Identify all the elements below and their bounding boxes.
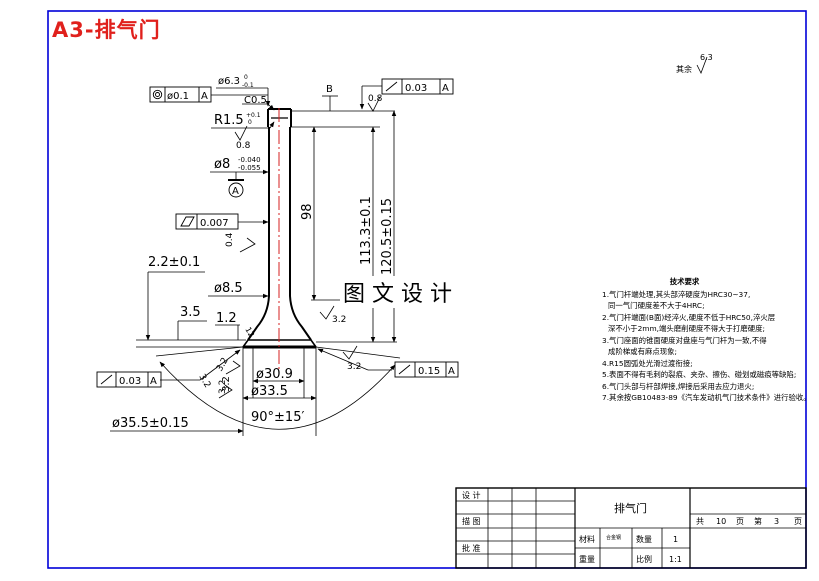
tb-total-label: 共 (696, 517, 704, 526)
coax-value: ø0.1 (167, 91, 189, 102)
head-dia: ø35.5±0.15 (112, 416, 189, 431)
technical-notes: 技术要求 1.气门杆端处理,其头部淬硬度为HRC30~37, 同一气门硬度差不大… (602, 276, 811, 404)
title-block (455, 487, 807, 569)
seat-inner-dia: ø30.9 (256, 367, 293, 382)
tb-material-label: 材料 (579, 534, 595, 544)
cylindricity-value: 0.007 (200, 218, 229, 229)
dim-3-2: 3.2 (221, 376, 232, 392)
sheet-border (47, 10, 807, 569)
dim-1-2: 1.2 (216, 311, 237, 326)
seat-mid-dia: ø33.5 (251, 384, 288, 399)
side-roughness: 3.2 (347, 362, 361, 372)
note-line: 1.气门杆端处理,其头部淬硬度为HRC30~37, (602, 289, 751, 299)
runout-left-datum: A (150, 376, 157, 387)
other-surfaces-label: 其余 (676, 64, 692, 74)
datum-a-symbol (228, 179, 244, 198)
runout-top-value: 0.03 (405, 83, 427, 94)
stem-tol-lower: -0.055 (238, 164, 261, 172)
left-roughness: 3.2 (196, 373, 212, 390)
note-line: 深不小于2mm,端头磨削硬度不得大于打磨硬度; (608, 324, 765, 333)
chamfer-label: C0.5 (244, 95, 267, 106)
tb-weight-label: 重量 (579, 554, 595, 564)
tip-radius-tol-lower: 0 (248, 119, 252, 126)
tip-radius: R1.5 (214, 113, 244, 128)
stem-dia: ø8 (214, 157, 230, 172)
datum-b-label: B (326, 84, 333, 95)
tb-design: 设 计 (462, 490, 481, 500)
coax-datum: A (201, 91, 208, 102)
datum-a-label: A (232, 186, 239, 197)
tip-roughness: 0.8 (236, 141, 251, 151)
tb-scale-value: 1:1 (669, 555, 682, 564)
note-line: 成阶梯或有麻点现象; (608, 347, 678, 356)
watermark-text: 图文设计 (340, 276, 463, 308)
tb-sheet-label: 第 (754, 516, 762, 526)
other-surfaces-roughness: 6.3 (700, 53, 713, 62)
dimension-lines (110, 85, 401, 436)
note-line: 5.表面不得有毛刺的裂痕、夹杂、擦伤、碰划或磁痕等缺陷; (602, 370, 797, 379)
stem-top-dia: ø6.3 (218, 76, 240, 87)
neck-dia: ø8.5 (214, 281, 243, 296)
stem-top-tol-upper: 0 (244, 74, 248, 81)
coaxiality-frame (149, 86, 212, 103)
tb-sheet-value: 3 (774, 517, 779, 526)
head-thickness: 2.2±0.1 (148, 255, 200, 270)
b-face-roughness: 0.8 (368, 94, 383, 104)
seat-angle: 90°±15′ (251, 410, 304, 425)
tb-quantity-value: 1 (673, 535, 678, 544)
length-113: 113.3±0.1 (359, 196, 374, 265)
tb-scale-label: 比例 (636, 554, 652, 564)
runout-right-frame (394, 361, 459, 378)
tb-review: 批 准 (462, 543, 481, 553)
tb-material-value: 合金钢 (606, 534, 621, 541)
runout-left-value: 0.03 (119, 376, 141, 387)
tip-radius-tol-upper: +0.1 (246, 112, 261, 119)
tb-trace: 描 图 (462, 516, 481, 526)
neck-roughness: 3.2 (332, 315, 346, 325)
tb-page-unit: 页 (736, 517, 744, 526)
tb-sheet-unit: 页 (794, 517, 802, 526)
note-line: 3.气门座面的锥面硬度对盘座与气门杆为一致,不得 (602, 335, 767, 345)
tb-total-value: 10 (716, 517, 726, 526)
stem-roughness: 0.4 (225, 232, 235, 247)
length-120: 120.5±0.15 (380, 198, 395, 275)
tb-part-name: 排气门 (614, 501, 647, 515)
runout-right-datum: A (448, 366, 455, 377)
seat-roughness: 3.2 (218, 380, 228, 394)
runout-right-value: 0.15 (418, 366, 440, 377)
runout-top-frame (381, 78, 454, 95)
runout-top-datum: A (442, 83, 449, 94)
drawing-title: A3-排气门 (52, 18, 161, 42)
cylindricity-frame (175, 213, 239, 230)
note-line: 同一气门硬度差不大于4HRC; (608, 301, 705, 310)
dim-3-5: 3.5 (180, 305, 201, 320)
stem-top-tol-lower: -0.1 (242, 82, 254, 89)
stem-tol-upper: -0.040 (238, 156, 261, 164)
note-line: 7.其余按GB10483-89《汽车发动机气门技术条件》进行验收。 (602, 393, 811, 402)
note-line: 4.R15圆弧处光滑过渡衔接; (602, 358, 693, 368)
roughness-symbols (218, 56, 708, 399)
neck-dim-label: 12 (243, 326, 256, 339)
notes-title: 技术要求 (669, 277, 700, 286)
note-line: 6.气门头部与杆部焊接,焊接后采用去应力退火; (602, 381, 755, 391)
tb-quantity-label: 数量 (636, 534, 652, 544)
note-line: 2.气门杆端面(B面)经淬火,硬度不低于HRC50,淬火层 (602, 312, 776, 322)
runout-left-frame (96, 371, 162, 388)
stem-length: 98 (300, 203, 315, 220)
